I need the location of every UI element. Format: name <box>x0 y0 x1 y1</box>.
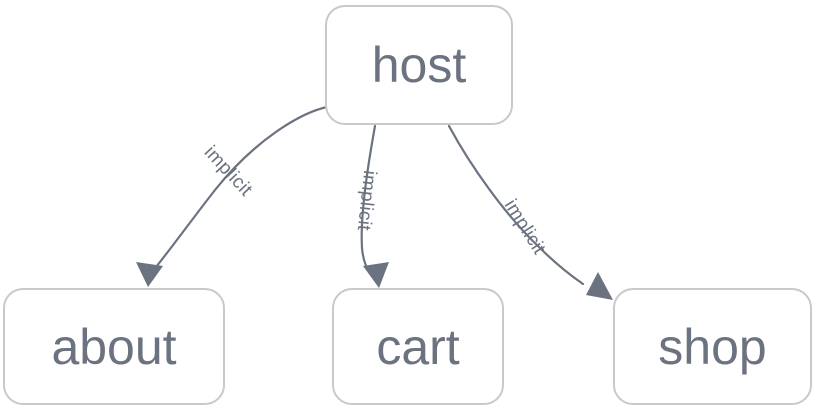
node-shop[interactable]: shop <box>613 288 812 405</box>
node-host[interactable]: host <box>325 5 513 125</box>
edge-host-about-path <box>150 105 329 274</box>
edge-host-about[interactable]: implicit <box>136 105 329 287</box>
node-host-label: host <box>371 37 467 93</box>
edge-host-shop-label: implicit <box>500 196 550 259</box>
edge-host-cart-arrowhead <box>363 262 389 288</box>
edge-host-shop-path <box>447 124 585 286</box>
edge-host-about-arrowhead <box>136 262 163 287</box>
edge-host-shop[interactable]: implicit <box>447 124 613 300</box>
edge-host-about-label: implicit <box>200 142 257 201</box>
node-shop-label: shop <box>658 318 767 375</box>
edge-host-shop-arrowhead <box>586 272 613 300</box>
node-cart-label: cart <box>376 318 460 375</box>
node-about-label: about <box>51 318 177 375</box>
node-about[interactable]: about <box>3 288 225 405</box>
edge-host-cart[interactable]: implicit <box>353 124 389 288</box>
edge-host-cart-label: implicit <box>353 169 380 232</box>
node-cart[interactable]: cart <box>332 288 504 405</box>
